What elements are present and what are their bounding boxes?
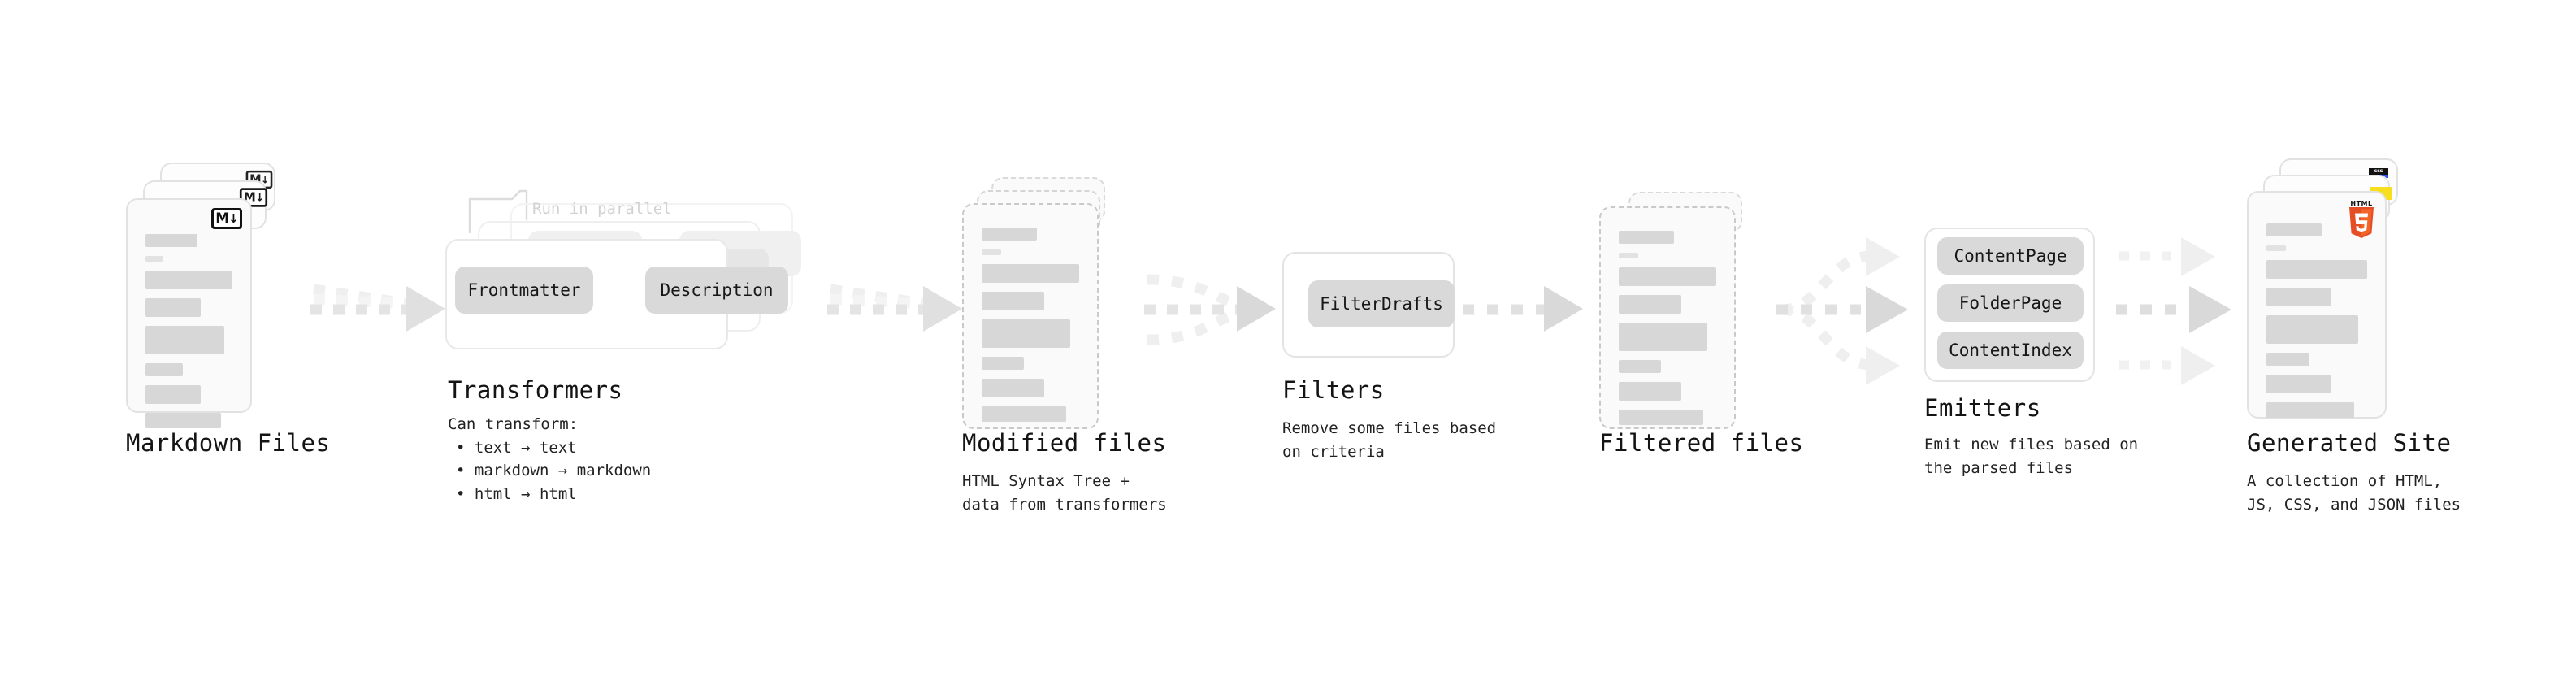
doc-line [1619,382,1681,401]
emitter-pill-contentpage[interactable]: ContentPage [1937,237,2084,275]
doc-line [145,385,202,404]
doc-line [2266,315,2358,344]
doc-line [145,413,222,428]
doc-line [982,379,1044,397]
description-label: Description [660,280,774,300]
generated-site-stack: css HTML [2247,158,2450,435]
run-in-parallel-annotation: Run in parallel [532,200,672,218]
html5-badge: HTML [2348,200,2375,241]
doc-line [145,326,225,354]
doc-line [1619,231,1674,244]
doc-line [2266,353,2310,366]
arrow-filters-to-filtered [1463,286,1583,332]
filtered-skeleton-lines [1619,231,1716,434]
site-skeleton-lines [2266,223,2367,427]
filterdrafts-label: FilterDrafts [1320,294,1443,314]
markdown-card-front: M↓ [126,198,252,428]
md-badge-text: M [215,210,229,227]
doc-line [1619,360,1661,373]
doc-line [2266,260,2367,279]
doc-line [2266,288,2331,306]
markdown-badge: M↓ [211,208,242,229]
modified-files-stack [962,177,1149,445]
transformers-desc-header: Can transform: [448,415,579,433]
filtered-card-front [1599,206,1736,429]
arrow-modified-to-filters [1144,274,1276,345]
doc-line [982,292,1044,310]
doc-line [1619,323,1708,351]
filtered-files-title: Filtered files [1599,429,1804,457]
doc-line [145,298,202,317]
markdown-skeleton-lines [145,234,232,437]
modified-skeleton-lines [982,228,1079,431]
doc-line [1619,295,1681,314]
filtered-files-stack [1599,192,1786,452]
transformer-pill-frontmatter[interactable]: Frontmatter [455,267,593,314]
doc-line [2266,245,2286,251]
arrow-filtered-to-emitters [1776,237,1908,385]
doc-line [145,363,183,376]
html5-badge-label: HTML [2350,200,2373,207]
doc-line [145,271,232,289]
doc-line [2266,223,2322,236]
css3-badge-label: css [2369,168,2388,175]
doc-line [2266,402,2354,418]
emitter-pill-folderpage[interactable]: FolderPage [1937,284,2084,322]
transformers-bullet-2: • markdown → markdown [456,462,652,479]
doc-line [1619,253,1638,258]
filters-title: Filters [1282,376,1385,404]
folderpage-label: FolderPage [1958,293,2062,313]
filter-pill-filterdrafts[interactable]: FilterDrafts [1308,280,1455,327]
transformers-bullet-1: • text → text [456,438,577,457]
contentindex-label: ContentIndex [1949,340,2072,360]
markdown-files-title: Markdown Files [126,429,331,457]
doc-line [1619,267,1716,286]
site-card-front-html: HTML [2247,191,2387,419]
doc-line [145,234,197,247]
doc-line [2266,375,2331,393]
doc-line [1619,410,1704,425]
doc-line [982,357,1024,370]
modified-files-desc: HTML Syntax Tree + data from transformer… [962,472,1167,514]
arrow-markdown-to-transformers [310,284,445,332]
modified-files-title: Modified files [962,429,1167,457]
doc-line [982,319,1071,348]
doc-line [145,256,163,262]
transformers-group: Frontmatter Description [445,203,827,358]
emitters-desc: Emit new files based on the parsed files [1924,436,2139,477]
transformers-bullet-3: • html → html [456,484,577,503]
doc-line [982,406,1067,422]
emitters-title: Emitters [1924,394,2041,422]
emitter-pill-contentindex[interactable]: ContentIndex [1937,332,2084,369]
filters-desc: Remove some files based on criteria [1282,419,1497,461]
transformer-pill-description[interactable]: Description [645,267,788,314]
generated-site-title: Generated Site [2247,429,2452,457]
frontmatter-label: Frontmatter [467,280,581,300]
markdown-files-stack: M↓ M↓ M↓ [126,163,313,428]
contentpage-label: ContentPage [1954,246,2067,266]
modified-card-front [962,203,1099,429]
arrow-transformers-to-modified [827,284,962,332]
doc-line [982,228,1037,241]
arrow-emitters-to-site [2116,237,2231,385]
generated-site-desc: A collection of HTML, JS, CSS, and JSON … [2247,472,2461,514]
transformers-title: Transformers [448,376,623,404]
html5-shield-icon [2349,207,2374,238]
doc-line [982,264,1079,283]
transformers-desc-block: Can transform: • text → text • markdown … [448,413,651,505]
doc-line [982,249,1001,255]
